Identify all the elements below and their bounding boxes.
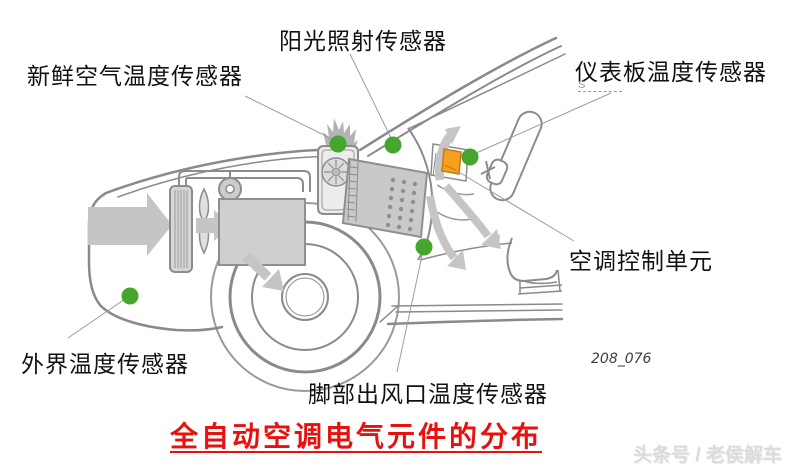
sunlight-sensor-dot <box>384 136 402 154</box>
label-dash-sensor: 仪表板温度传感器 <box>575 60 767 85</box>
engine-bay <box>88 170 311 291</box>
cabin-airflow-arrows <box>426 126 501 270</box>
air-intake-arrow <box>88 193 172 256</box>
leader-lines <box>67 53 612 373</box>
ac-control-unit-box <box>441 148 462 175</box>
label-footwell-sensor: 脚部出风口温度传感器 <box>308 382 548 407</box>
label-fresh-air-sensor: 新鲜空气温度传感器 <box>27 64 243 89</box>
leader-fresh-air <box>244 95 335 141</box>
label-dash-sensor-remnant: S <box>578 79 622 92</box>
leader-outside-sensor <box>67 296 129 339</box>
label-sunlight-sensor: 阳光照射传感器 <box>279 29 447 54</box>
label-control-unit: 空调控制单元 <box>569 249 713 274</box>
diagram-title: 全自动空调电气元件的分布 <box>170 421 543 452</box>
footwell-sensor-dot <box>415 238 433 256</box>
dash-sensor-dot <box>461 148 479 166</box>
outside-sensor-dot <box>121 287 139 305</box>
leader-sunlight <box>349 53 393 141</box>
underbody-air-arrow <box>242 252 284 291</box>
coolant-pipes <box>178 170 311 192</box>
figure-number: 208_076 <box>591 351 652 367</box>
steering-wheel <box>480 110 543 202</box>
leader-dash-sensor <box>473 92 612 155</box>
evaporator-dots <box>385 177 418 232</box>
sensor-dots <box>121 135 479 305</box>
engine-block <box>218 198 306 266</box>
leader-footwell-sensor <box>396 250 424 373</box>
watermark: 头条号 / 老侯解车 <box>633 445 782 466</box>
label-outside-sensor: 外界温度传感器 <box>21 352 189 377</box>
fresh-air-sensor-dot <box>329 135 347 153</box>
seat <box>506 237 563 295</box>
leader-control-unit <box>456 170 575 242</box>
heater-evaporator-box <box>341 157 429 239</box>
